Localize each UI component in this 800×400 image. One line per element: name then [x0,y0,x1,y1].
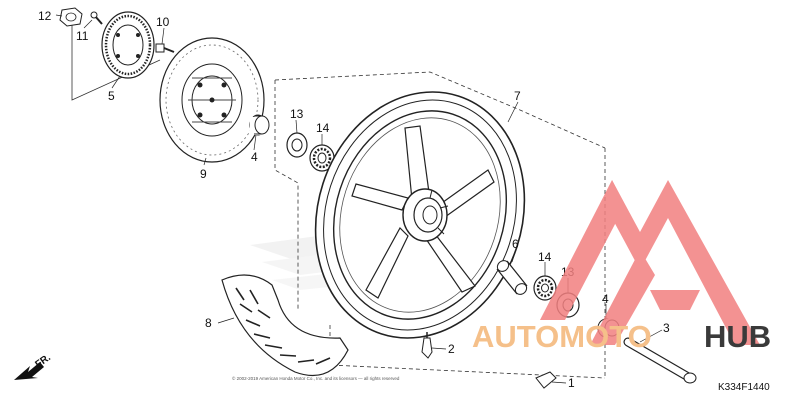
callout-7: 7 [514,89,521,103]
callout-5: 5 [108,89,115,103]
front-direction-marker: FR. [14,352,53,380]
pulser-ring-drawing [101,11,155,79]
callout-14-left: 14 [316,121,330,135]
callout-13-left: 13 [290,107,304,121]
callout-6: 6 [512,237,519,251]
tire-valve-drawing [421,332,433,359]
front-axle-drawing [623,337,697,384]
callout-10: 10 [156,15,170,29]
callout-11: 11 [76,29,89,43]
callout-1: 1 [568,376,575,390]
side-collar-left-drawing [249,114,270,136]
valve-cap-drawing [535,371,557,389]
dust-seal-left-drawing [286,132,308,158]
disc-bolt-drawing [155,43,175,53]
callout-8: 8 [205,316,212,330]
callout-4-right: 4 [602,292,609,306]
axle-nut-drawing [59,7,83,27]
automotohub-triangle-icon [540,180,760,345]
callout-3: 3 [663,321,670,335]
callout-4-left: 4 [251,150,258,164]
ring-bolt-drawing [90,11,103,25]
front-tire-drawing [221,274,349,377]
callout-9: 9 [200,167,207,181]
copyright-line: © 2002-2019 American Honda Motor Co., In… [232,375,400,381]
leader-lines [55,14,663,384]
automotohub-wordmark-right: HUB [704,319,771,354]
diagram-code: K334F1440 [718,382,770,393]
automotohub-wordmark-left: AUTOMOTO [472,319,652,354]
front-wheel-drawing [314,91,526,339]
callout-labels: 12 11 5 10 9 4 13 14 7 6 14 13 4 3 8 2 1 [38,9,670,390]
callout-12: 12 [38,9,52,23]
brake-disc-drawing [159,37,265,163]
callout-2: 2 [448,342,455,356]
callout-14-right: 14 [538,250,552,264]
distance-collar-drawing [496,260,528,295]
automotohub-logo: AUTOMOTO HUB [472,180,771,354]
